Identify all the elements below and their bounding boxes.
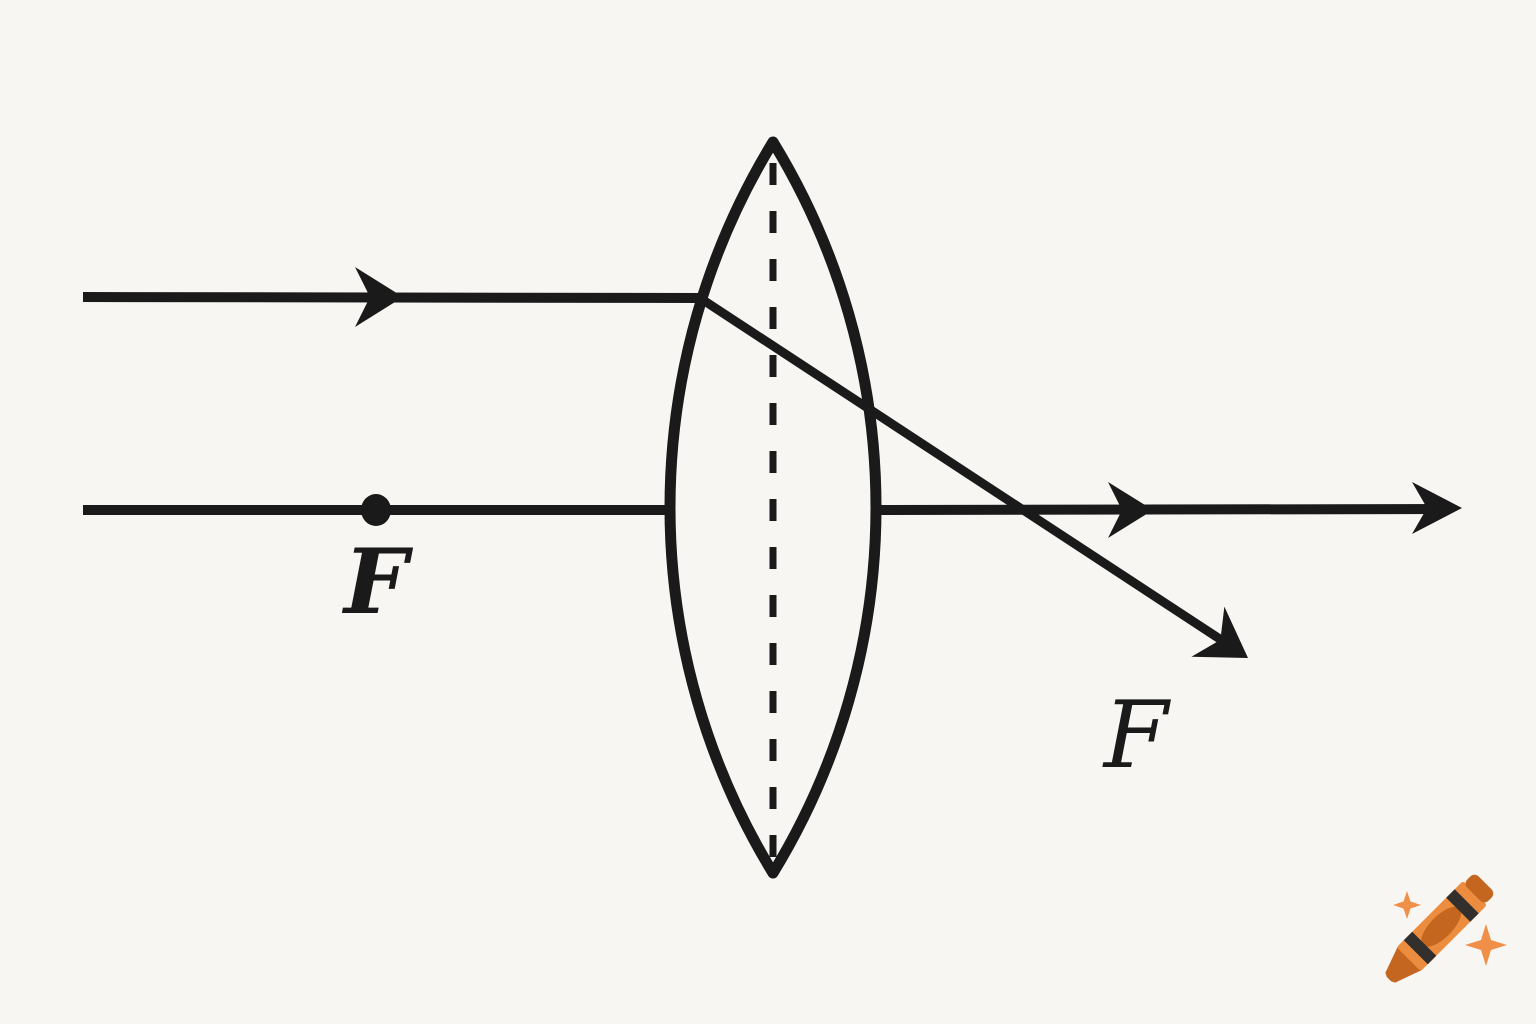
- crayon-logo: [1385, 874, 1507, 983]
- right-focal-point-label: F: [1102, 681, 1172, 789]
- axis-mid-arrowhead-icon: [1108, 482, 1153, 538]
- refracted-ray: [697, 294, 1235, 651]
- refracted-ray-arrowhead-icon: [1191, 606, 1248, 658]
- crayon-band-front: [1403, 931, 1437, 965]
- lens-outline: [664, 136, 882, 879]
- crayon-icon: [1385, 874, 1494, 983]
- crayon-band-back: [1446, 889, 1479, 922]
- sparkle-icon: [1393, 891, 1421, 919]
- crayon-label-oval: [1421, 906, 1462, 947]
- sparkle-icon: [1465, 924, 1507, 966]
- crayon-back-cap: [1465, 874, 1494, 903]
- left-focal-point-label: F: [341, 529, 414, 635]
- axis-end-arrowhead-icon: [1412, 482, 1462, 534]
- optical-axis-right-segment: [874, 504, 1451, 515]
- focal-point-dot: [361, 494, 391, 526]
- crayon-tip: [1385, 945, 1423, 983]
- incident-ray-arrowhead-icon: [355, 267, 403, 327]
